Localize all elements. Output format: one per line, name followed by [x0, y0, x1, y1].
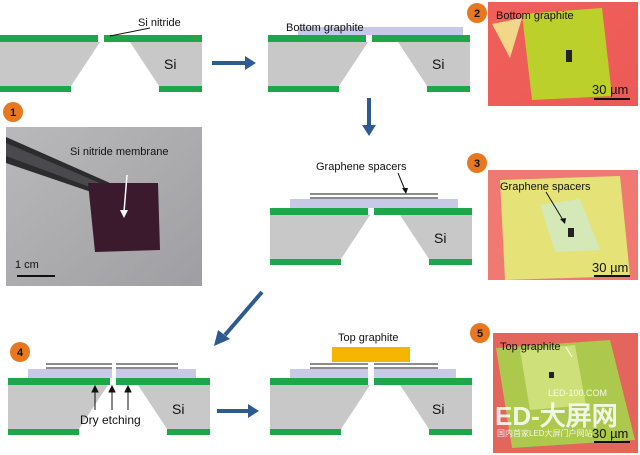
substrate-step-si-nitride: Si Si nitride	[0, 17, 202, 92]
substrate-step-top-graphite: Top graphite Si	[270, 332, 472, 435]
svg-text:3: 3	[474, 158, 480, 170]
svg-text:国内首家LED大屏门户网站: 国内首家LED大屏门户网站	[497, 428, 593, 438]
step-badge-2: 2	[467, 3, 487, 23]
svg-text:ED-大屏网: ED-大屏网	[495, 401, 618, 431]
svg-text:1: 1	[10, 107, 16, 119]
etch-arrows	[91, 384, 132, 410]
membrane-label: Si nitride membrane	[70, 146, 168, 158]
watermark: LED-100.COM ED-大屏网 国内首家LED大屏门户网站	[495, 388, 618, 438]
process-arrow	[212, 56, 256, 70]
bottom-graphite-layer	[298, 27, 463, 35]
process-arrow	[214, 290, 264, 346]
si-label: Si	[172, 401, 184, 417]
si-label: Si	[434, 230, 446, 246]
svg-text:5: 5	[477, 328, 483, 340]
scale-label: 1 cm	[15, 259, 39, 271]
substrate-step-graphene-spacers: Si Graphene spacers	[270, 161, 472, 265]
si-nitride-pointer	[109, 27, 151, 37]
membrane-photo: Si nitride membrane 1 cm	[6, 127, 202, 286]
micrograph-top-graphite: Top graphite 30 µm	[493, 333, 638, 453]
top-graphite-layer	[332, 347, 410, 362]
si-label: Si	[164, 56, 176, 72]
process-arrow	[217, 404, 259, 418]
graphene-spacer-line	[310, 193, 438, 195]
micrograph-label: Bottom graphite	[496, 10, 574, 22]
si-label: Si	[432, 401, 444, 417]
process-arrow	[362, 98, 376, 136]
si-nitride-label: Si nitride	[138, 17, 181, 29]
step-badge-3: 3	[467, 153, 487, 173]
step-badge-4: 4	[10, 342, 30, 362]
micrograph-bottom-graphite: Bottom graphite 30 µm	[488, 2, 638, 106]
step-badge-1: 1	[3, 102, 23, 122]
svg-text:LED-100.COM: LED-100.COM	[548, 388, 607, 398]
graphene-spacers-label: Graphene spacers	[316, 161, 407, 173]
top-graphite-label: Top graphite	[338, 332, 399, 344]
svg-text:2: 2	[474, 8, 480, 20]
graphene-spacer-line	[310, 197, 438, 199]
svg-text:4: 4	[17, 347, 24, 359]
si-label: Si	[432, 56, 444, 72]
dry-etching-label: Dry etching	[80, 413, 141, 427]
micrograph-label: Graphene spacers	[500, 181, 591, 193]
micrograph-scale: 30 µm	[592, 82, 628, 97]
spacer-flake	[540, 199, 600, 252]
substrate-step-dry-etching: Dry etching Si	[8, 363, 210, 435]
micrograph-scale: 30 µm	[592, 260, 628, 275]
substrate-step-bottom-graphite: Si Bottom graphite	[268, 22, 470, 92]
micrograph-graphene-spacers: Graphene spacers 30 µm	[488, 170, 638, 280]
bottom-graphite-label: Bottom graphite	[286, 22, 364, 34]
micrograph-scale: 30 µm	[592, 426, 628, 441]
micrograph-label: Top graphite	[500, 341, 561, 353]
step-badge-5: 5	[470, 323, 490, 343]
